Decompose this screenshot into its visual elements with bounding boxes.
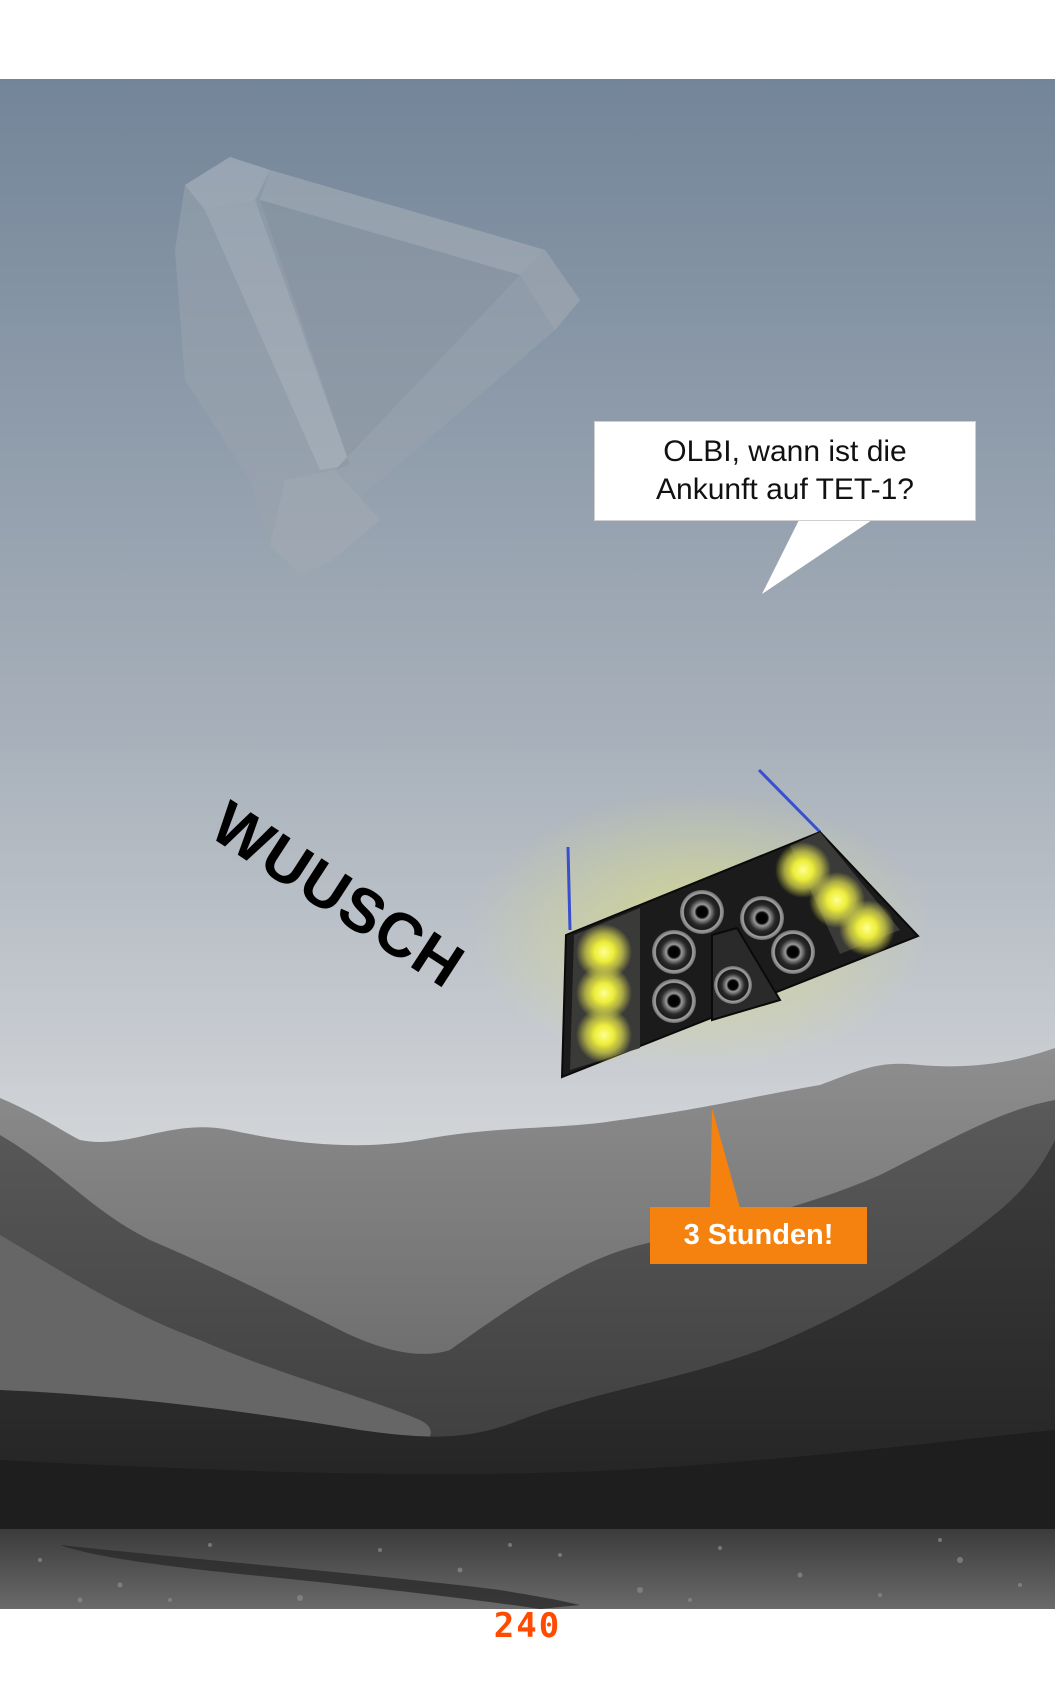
antenna-icon (566, 846, 572, 931)
engine-light-icon (576, 842, 895, 1063)
speech-bubble-tail (762, 518, 875, 594)
thruster-nozzle-icon (652, 890, 815, 1023)
page-number: 240 (493, 1606, 562, 1646)
mountain-ridge-left (0, 1235, 431, 1445)
reply-tail (710, 1108, 740, 1208)
speech-bubble: OLBI, wann ist die Ankunft auf TET-1? (594, 421, 976, 521)
mountain-range-near (0, 1140, 1055, 1529)
spaceship-icon (470, 768, 930, 1079)
reply-caption: 3 Stunden! (650, 1207, 867, 1264)
reply-text: 3 Stunden! (683, 1219, 834, 1251)
speech-bubble-text: OLBI, wann ist die Ankunft auf TET-1? (656, 435, 914, 506)
mothership-silhouette (175, 157, 580, 575)
antenna-icon (757, 768, 822, 834)
